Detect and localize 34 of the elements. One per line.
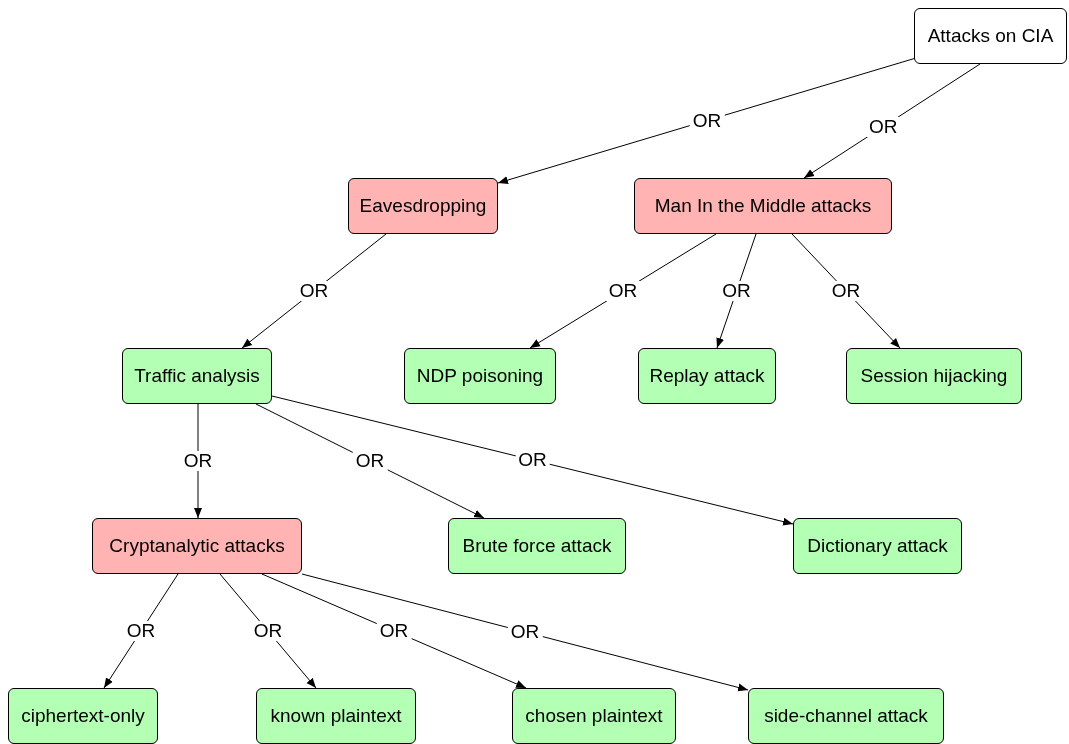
edge-label: OR <box>865 116 901 137</box>
node-box <box>634 178 892 234</box>
edge-label: OR <box>376 621 412 641</box>
node-box <box>348 178 498 234</box>
node-label: Replay attack <box>649 365 765 387</box>
node-label: chosen plaintext <box>525 705 663 727</box>
node-label: Brute force attack <box>462 535 612 557</box>
node-box <box>638 348 776 404</box>
node-label: Attacks on CIA <box>927 25 1054 47</box>
node-box <box>748 688 944 744</box>
node-box <box>846 348 1022 404</box>
edge-label: OR <box>605 281 641 301</box>
node-box <box>914 8 1067 64</box>
node-label: Eavesdropping <box>359 195 487 217</box>
node-box <box>793 518 962 574</box>
node-label: Session hijacking <box>860 365 1008 387</box>
node-label: NDP poisoning <box>416 365 544 387</box>
arrow <box>271 395 794 526</box>
node-box <box>92 518 302 574</box>
node-label: ciphertext-only <box>21 705 145 727</box>
node-label: Traffic analysis <box>134 365 260 387</box>
node-label: known plaintext <box>270 705 402 727</box>
node-box <box>404 348 556 404</box>
node-box <box>448 518 626 574</box>
node-box <box>8 688 158 744</box>
node-box <box>122 348 272 404</box>
node-label: Dictionary attack <box>807 535 948 557</box>
edge-label: OR <box>352 451 388 471</box>
node-box <box>512 688 676 744</box>
node-box <box>256 688 416 744</box>
node-label: Man In the Middle attacks <box>654 195 872 217</box>
arrow <box>301 573 749 692</box>
node-label: Cryptanalytic attacks <box>109 535 285 557</box>
node-label: side-channel attack <box>764 705 928 727</box>
